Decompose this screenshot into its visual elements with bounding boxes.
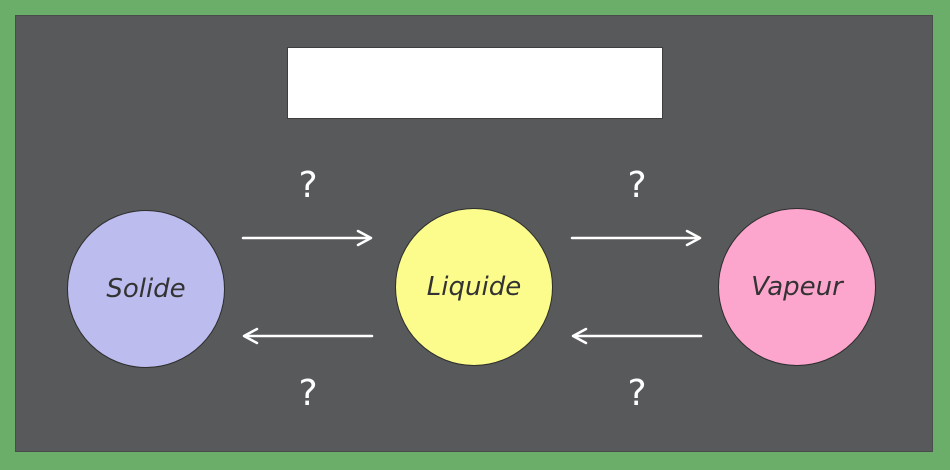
title-answer-box[interactable] (287, 47, 663, 119)
state-vapor-label: Vapeur (751, 272, 843, 302)
arrow-liquid-to-vapor (570, 229, 702, 247)
state-liquid-circle: Liquide (395, 208, 553, 366)
arrow-liquid-to-solid (242, 327, 374, 345)
transition-liquid-to-solid-label[interactable]: ? (298, 373, 318, 414)
transition-solid-to-liquid-label[interactable]: ? (298, 165, 318, 206)
arrow-vapor-to-liquid (571, 327, 703, 345)
transition-vapor-to-liquid-label[interactable]: ? (627, 373, 647, 414)
arrow-solid-to-liquid (241, 229, 373, 247)
state-liquid-label: Liquide (426, 272, 522, 302)
state-solid-circle: Solide (67, 210, 225, 368)
transition-liquid-to-vapor-label[interactable]: ? (627, 165, 647, 206)
state-vapor-circle: Vapeur (718, 208, 876, 366)
state-solid-label: Solide (106, 274, 186, 304)
